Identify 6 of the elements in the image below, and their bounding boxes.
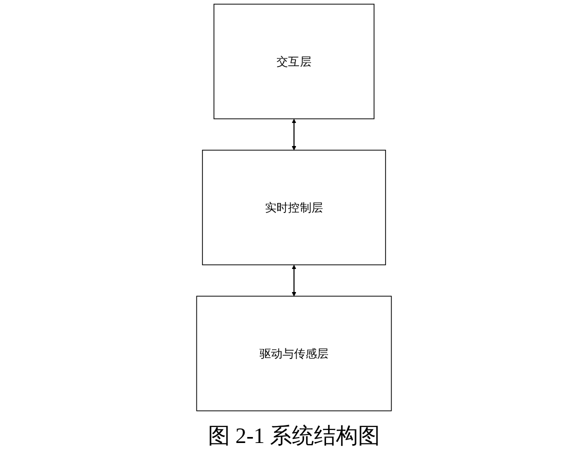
double-arrow: [292, 264, 296, 296]
layer-box: 实时控制层: [202, 150, 386, 266]
layer-box: 交互层: [214, 4, 374, 120]
layer-box: 驱动与传感层: [196, 296, 392, 412]
figure-caption: 图 2-1 系统结构图: [208, 422, 380, 450]
double-arrow: [292, 118, 296, 150]
